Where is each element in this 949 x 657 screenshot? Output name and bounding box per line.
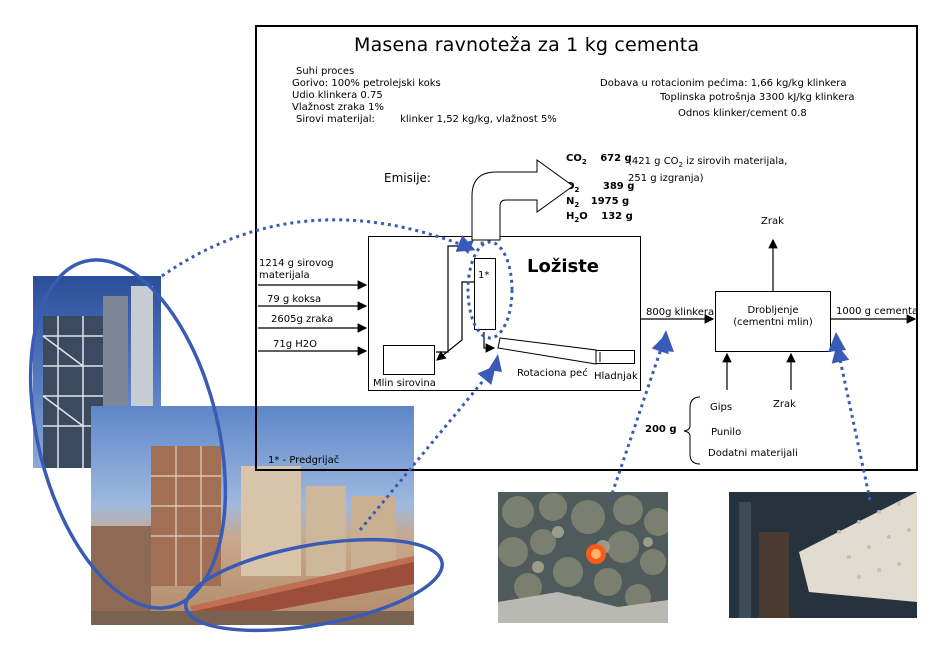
flow-mill-to-preheater [436,241,472,353]
preheater-ellipse [466,240,514,340]
param-raw-material: Sirovi materijal: klinker 1,52 kg/kg, vl… [296,114,557,126]
emission-co2: CO2 672 g [566,153,632,166]
param-humidity: Vlažnost zraka 1% [292,102,385,113]
input-arrows [258,280,368,356]
clinker-flow-label: 800g klinkera [646,307,715,318]
param-clinker-share: Udio klinkera 0.75 [292,90,383,101]
diagram-frame [255,25,918,471]
cement-mill-box: Drobljenje (cementni mlin) [715,291,831,352]
cooler-label: Hladnjak [594,371,638,382]
param-process: Suhi proces [296,66,355,77]
footnote: 1* - Predgrijač [268,455,340,466]
air-top-label: Zrak [761,216,784,227]
clinker-illustration [498,493,668,623]
emissions-list: CO2 672 g O2 389 g N2 1975 g H2O 132 g [566,153,634,226]
input-raw-material: 1214 g sirovog materijala [259,258,334,281]
callout-heads [458,240,846,372]
kiln-callout [358,365,496,531]
raw-mill-label: Mlin sirovina [373,378,436,389]
air-bottom-label: Zrak [773,399,796,410]
additive-other: Dodatni materijali [708,448,798,459]
cement-mill-label-line1: Drobljenje [747,305,799,316]
clinker-callout [608,334,669,501]
flow-preheater-to-kiln [483,332,496,353]
param-clinker-cement-ratio: Odnos klinker/cement 0.8 [678,108,807,119]
param-heat-consumption: Toplinska potrošnja 3300 kJ/kg klinkera [660,92,855,103]
param-fuel: Gorivo: 100% petrolejski koks [292,78,441,89]
emissions-note-line2: 251 g izgranja) [628,173,704,184]
input-water: 71g H2O [273,339,318,350]
clinker-photo [498,492,668,623]
internal-flows [436,241,496,361]
tower-callout [161,218,476,278]
cement-mill-label-line2: (cementni mlin) [733,317,813,328]
input-air: 2605g zraka [271,314,334,325]
rotary-kiln-label: Rotaciona peć [517,368,588,379]
additive-punilo: Punilo [711,427,742,438]
param-kiln-supply: Dobava u rotacionim pećima: 1,66 kg/kg k… [600,78,847,89]
cement-output-label: 1000 g cementa [836,306,919,317]
emission-n2: N2 1975 g [566,196,630,209]
cement-mill-photo [729,492,917,618]
preheater-box [474,258,496,330]
callout-annotations [28,218,872,633]
cement-mill-illustration [729,492,917,618]
kiln-ellipse [184,537,444,633]
rotary-kiln-shape [497,337,597,365]
preheater-label: 1* [478,270,490,281]
mill-callout [831,344,872,501]
flow-preheater-down [436,281,474,361]
furnace-label: Ložiste [527,256,600,277]
raw-material-label: Sirovi materijal: [296,114,375,125]
additives-brace [683,396,701,465]
page-title: Masena ravnoteža za 1 kg cementa [354,34,700,56]
cement-plant-photo [91,406,414,625]
emission-h2o: H2O 132 g [566,211,633,224]
raw-mill-box [383,345,435,375]
emission-arrow [471,159,574,241]
additive-gips: Gips [710,402,733,413]
params-right: Dobava u rotacionim pećima: 1,66 kg/kg k… [600,78,855,120]
additives-amount: 200 g [645,424,677,435]
raw-material-value: klinker 1,52 kg/kg, vlažnost 5% [400,114,557,125]
tower-ellipse [28,258,228,610]
emissions-note-line1: (421 g CO2 iz sirovih materijala, [628,156,788,169]
emissions-note: (421 g CO2 iz sirovih materijala, 251 g … [628,155,787,185]
cement-plant-illustration [91,446,414,625]
emissions-label: Emisije: [384,171,431,185]
input-coke: 79 g koksa [267,294,322,305]
params-left: Suhi proces Gorivo: 100% petrolejski kok… [292,66,557,126]
